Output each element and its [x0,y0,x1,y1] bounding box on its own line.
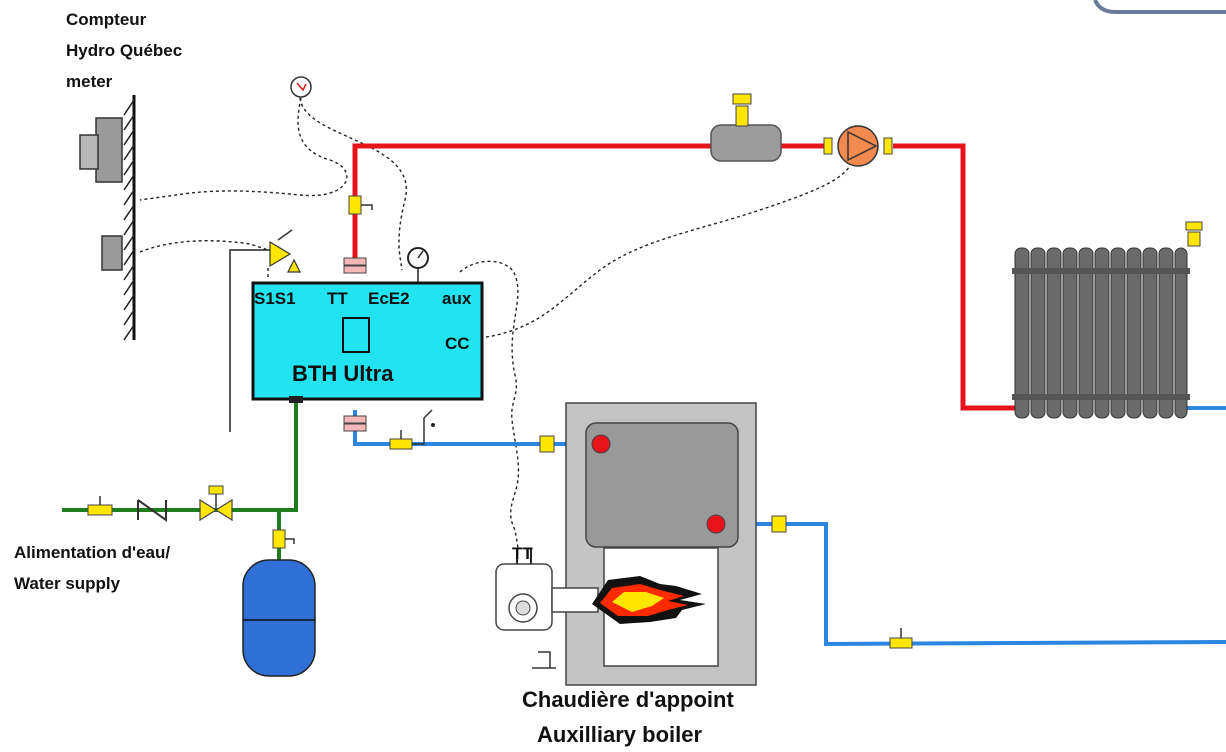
terminal-ece2: EcE2 [368,289,410,308]
return-sensor-fitting [412,409,435,445]
return-flange [343,415,367,432]
boiler-drain-valve [532,651,556,669]
water-supply-pipe [62,400,298,512]
terminal-s1s1: S1S1 [254,289,296,308]
outdoor-temperature-sensor [290,76,312,98]
pressure-gauge [407,247,429,282]
return-line-valve [889,628,913,649]
oil-burner: TT [495,544,599,631]
meter-label-line-1: Compteur [66,10,147,29]
pressure-reducing-valve [199,485,233,522]
meter-label: Compteur Hydro Québec meter [66,10,187,91]
boiler-return-union [539,435,555,453]
supply-flange [343,257,367,274]
hydro-meter [79,117,123,271]
meter-label-line-2: Hydro Québec [66,41,182,60]
water-supply-label-line-1: Alimentation d'eau/ [14,543,170,562]
supply-temperature-sensor [348,195,373,215]
return-ball-valve [389,430,413,450]
boiler-label-line-2: Auxilliary boiler [537,722,702,747]
auxiliary-boiler [565,402,757,686]
supply-pipe [352,143,713,262]
terminal-aux: aux [442,289,472,308]
supply-strainer [87,496,113,516]
radiator [1012,221,1203,419]
burner-terminal-tt: TT [512,544,533,563]
return-pipe-from-boiler [716,522,1226,647]
corner-frame [1093,0,1226,14]
terminal-cc: CC [445,334,470,353]
expansion-tank [242,559,316,677]
boiler-outlet-union [771,515,787,533]
circulator-pump [823,125,893,167]
tank-fitting [272,529,295,549]
controller-name: BTH Ultra [292,361,394,386]
air-separator [710,93,782,162]
bth-ultra-controller: S1S1 TT EcE2 aux CC BTH Ultra [251,281,484,403]
terminal-tt: TT [327,289,348,308]
boiler-label: Chaudière d'appoint Auxilliary boiler [522,687,740,747]
control-wiring [139,97,851,549]
relief-drain-line [229,249,270,432]
controller-inlet [289,396,303,403]
boiler-label-line-1: Chaudière d'appoint [522,687,734,712]
water-supply-label-line-2: Water supply [14,574,121,593]
supply-pipe-to-radiator [893,143,1015,411]
hatched-wall [123,95,136,341]
meter-label-line-3: meter [66,72,113,91]
backflow-check-valve [137,499,167,522]
water-supply-label: Alimentation d'eau/ Water supply [14,543,175,593]
burner-flame [592,576,706,624]
pressure-relief-valve [269,229,301,273]
